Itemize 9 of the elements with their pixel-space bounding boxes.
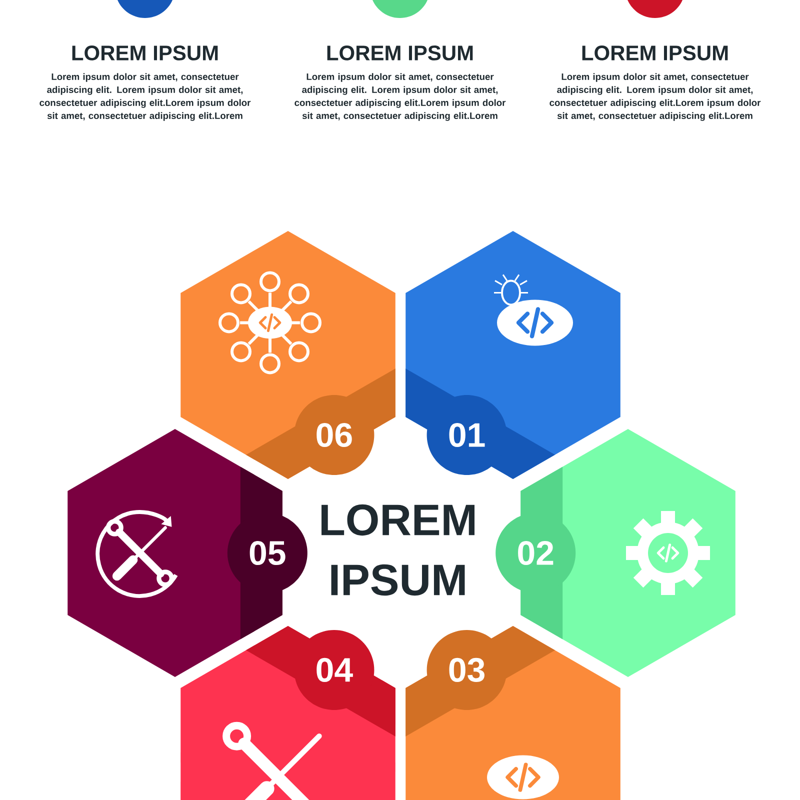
- heading: LOREM IPSUM: [582, 46, 728, 60]
- heading: LOREM IPSUM: [72, 46, 218, 60]
- paragraph: Lorem ipsum dolor sit amet, consectetuer adipiscing elit. Lorem ipsum dolor sit amet, consectetuer adipiscing elit.Lorem ipsum dolor sit amet, consectetuer adipiscing elit.Lorem: [550, 73, 761, 121]
- hexagon-tile: 05: [68, 429, 308, 677]
- center-title: LOREM IPSUM: [322, 504, 474, 596]
- hexagon-tile: 03: [406, 626, 620, 800]
- paragraph: Lorem ipsum dolor sit amet, consectetuer adipiscing elit. Lorem ipsum dolor sit amet, consectetuer adipiscing elit.Lorem ipsum dolor sit amet, consectetuer adipiscing elit.Lorem: [294, 73, 506, 121]
- paragraph: Lorem ipsum dolor sit amet, consectetuer adipiscing elit. Lorem ipsum dolor sit amet, consectetuer adipiscing elit.Lorem ipsum dolor sit amet, consectetuer adipiscing elit.Lorem: [40, 73, 251, 121]
- heading: LOREM IPSUM: [327, 46, 473, 60]
